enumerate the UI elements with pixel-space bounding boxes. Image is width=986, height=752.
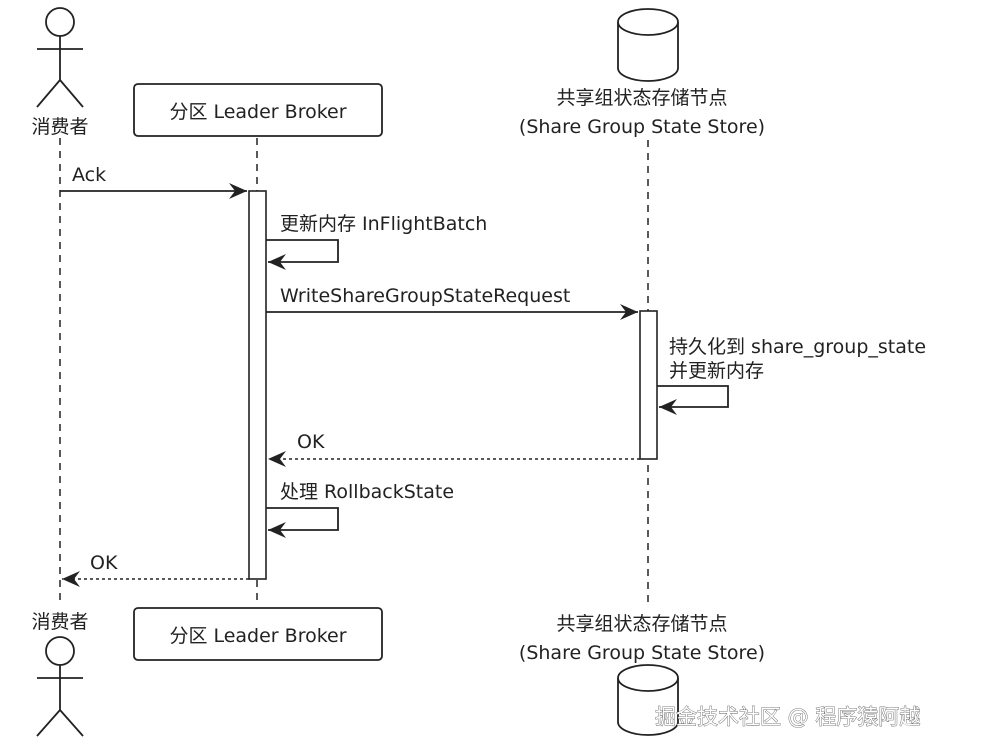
store-label-top-line2: (Share Group State Store) bbox=[519, 116, 765, 138]
message-label-persist-line2: 并更新内存 bbox=[669, 360, 764, 382]
actor-icon-bottom bbox=[36, 636, 84, 737]
broker-activation bbox=[248, 190, 267, 580]
broker-label-top: 分区 Leader Broker bbox=[169, 101, 346, 123]
consumer-label-bottom: 消费者 bbox=[31, 611, 88, 633]
broker-label-bottom: 分区 Leader Broker bbox=[169, 625, 346, 647]
actor-icon-top bbox=[36, 7, 84, 108]
store-label-bottom-line1: 共享组状态存储节点 bbox=[556, 613, 727, 635]
message-label-ok-store: OK bbox=[297, 431, 325, 453]
message-arrow-update-inflight bbox=[266, 239, 339, 270]
message-arrow-persist bbox=[657, 385, 729, 415]
broker-box-top bbox=[133, 83, 383, 137]
store-label-top-line1: 共享组状态存储节点 bbox=[556, 87, 727, 109]
watermark-text: 掘金技术社区 @ 程序猿阿越 bbox=[655, 705, 920, 729]
store-activation bbox=[639, 310, 658, 460]
database-icon-top bbox=[617, 8, 679, 82]
message-label-persist-line1: 持久化到 share_group_state bbox=[669, 336, 926, 358]
store-label-bottom-line2: (Share Group State Store) bbox=[519, 642, 765, 664]
message-label-write-request: WriteShareGroupStateRequest bbox=[280, 285, 570, 307]
message-arrow-rollback bbox=[266, 507, 339, 538]
message-label-update-inflight: 更新内存 InFlightBatch bbox=[280, 213, 487, 235]
message-label-rollback: 处理 RollbackState bbox=[280, 481, 454, 503]
database-icon-bottom bbox=[617, 664, 679, 736]
message-label-ok-consumer: OK bbox=[90, 552, 118, 574]
message-label-ack: Ack bbox=[72, 164, 106, 186]
consumer-label-top: 消费者 bbox=[31, 116, 88, 138]
broker-box-bottom bbox=[133, 607, 383, 661]
